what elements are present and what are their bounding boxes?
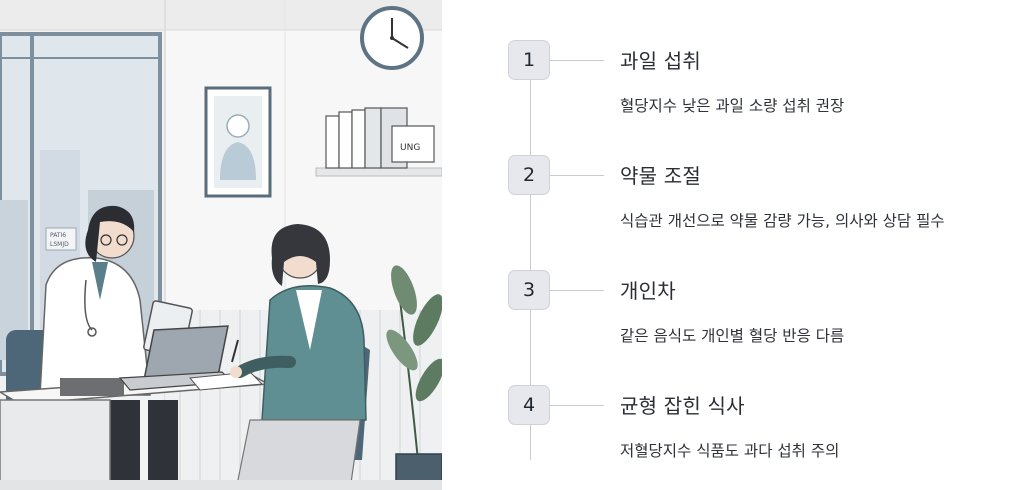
desk — [0, 325, 271, 490]
step-title: 균형 잡힌 식사 — [620, 394, 745, 418]
steps-panel: 1 과일 섭취 혈당지수 낮은 과일 소량 섭취 권장 2 약물 조절 식습관 … — [442, 0, 1024, 490]
step-description: 저혈당지수 식품도 과다 섭취 주의 — [620, 442, 840, 460]
step-3: 3 개인차 같은 음식도 개인별 혈당 반응 다름 — [442, 270, 1024, 360]
step-connector — [550, 175, 604, 176]
step-connector — [550, 290, 604, 291]
window-sign-text: PATI6 — [50, 232, 66, 239]
timeline-line — [530, 60, 531, 460]
step-title: 과일 섭취 — [620, 49, 701, 73]
step-description: 혈당지수 낮은 과일 소량 섭취 권장 — [620, 97, 845, 115]
step-number-badge: 4 — [508, 385, 550, 425]
step-title: 약물 조절 — [620, 164, 701, 188]
step-connector — [550, 60, 604, 61]
step-title: 개인차 — [620, 279, 676, 303]
wall-shelf: UNG — [315, 107, 442, 177]
clock-icon — [360, 6, 424, 70]
step-4: 4 균형 잡힌 식사 저혈당지수 식품도 과다 섭취 주의 — [442, 385, 1024, 475]
shelf-box-label: UNG — [400, 143, 420, 153]
step-2: 2 약물 조절 식습관 개선으로 약물 감량 가능, 의사와 상담 필수 — [442, 155, 1024, 245]
doctor-consultation-illustration: PATI6 LSMJD — [0, 0, 442, 490]
step-connector — [550, 405, 604, 406]
step-description: 같은 음식도 개인별 혈당 반응 다름 — [620, 327, 845, 345]
step-number-badge: 1 — [508, 40, 550, 80]
step-number-badge: 3 — [508, 270, 550, 310]
step-number-badge: 2 — [508, 155, 550, 195]
step-1: 1 과일 섭취 혈당지수 낮은 과일 소량 섭취 권장 — [442, 40, 1024, 130]
svg-text:LSMJD: LSMJD — [50, 241, 69, 248]
patient-figure — [230, 224, 367, 490]
step-description: 식습관 개선으로 약물 감량 가능, 의사와 상담 필수 — [620, 212, 945, 230]
framed-portrait — [204, 86, 272, 198]
